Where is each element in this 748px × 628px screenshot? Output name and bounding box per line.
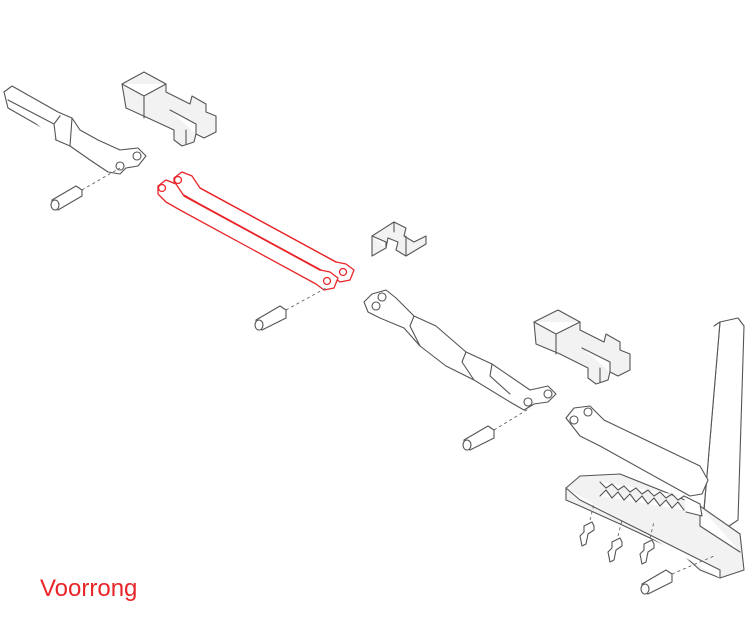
pin-right [462, 407, 531, 451]
screw-1 [579, 503, 595, 547]
screw-2 [607, 519, 623, 563]
pin-left [50, 167, 121, 211]
part-caption: Voorrong [40, 575, 138, 602]
bracket-middle [533, 309, 631, 385]
voorrong-arm [157, 171, 355, 291]
pin-middle [254, 287, 327, 331]
screws [579, 503, 655, 565]
small-clip [371, 221, 427, 257]
bracket-top [121, 71, 217, 147]
hinge-base-assembly [565, 317, 745, 579]
link-arm-middle [363, 289, 557, 411]
screw-3 [639, 521, 655, 565]
pin-bottom [640, 555, 715, 595]
lever-arm-top-left [3, 85, 147, 175]
